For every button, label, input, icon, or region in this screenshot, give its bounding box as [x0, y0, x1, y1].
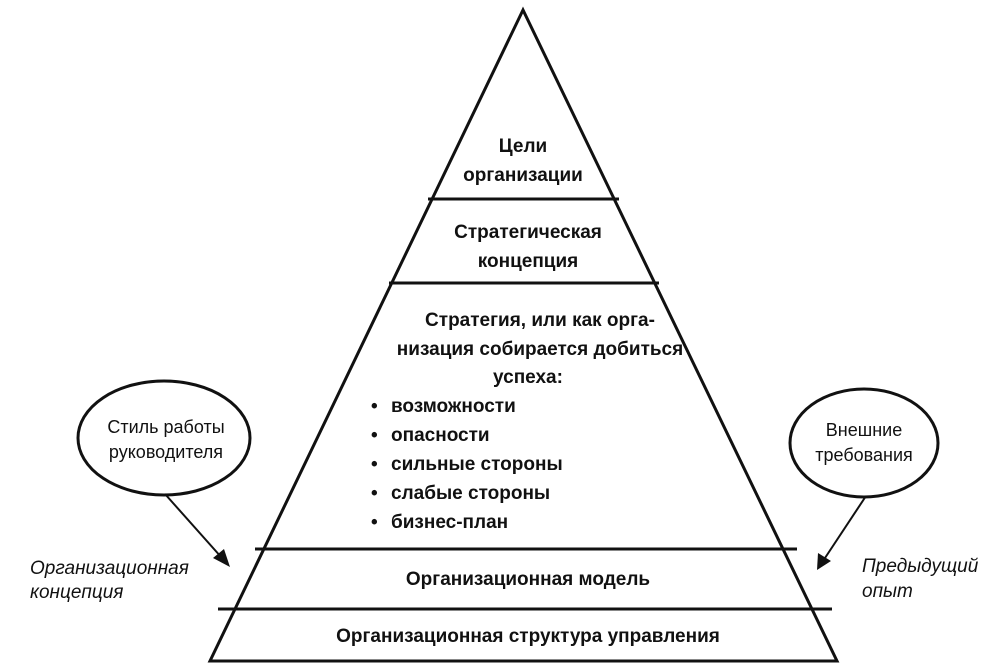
- strategy-line-3: успеха:: [493, 367, 563, 388]
- right-side-label-line-2: опыт: [862, 581, 913, 602]
- bullet-label: опасности: [391, 425, 490, 446]
- bullet-item: • слабые стороны: [371, 483, 550, 504]
- left-ellipse: [76, 379, 252, 497]
- level-goals: Цели организации: [463, 136, 583, 186]
- bullet-marker: •: [371, 425, 378, 446]
- bullet-marker: •: [371, 512, 378, 533]
- left-side-label-line-1: Организационная: [30, 558, 189, 579]
- strategy-bullet-list: • возможности • опасности • сильные стор…: [371, 396, 563, 533]
- bullet-marker: •: [371, 396, 378, 417]
- bullet-label: слабые стороны: [391, 483, 550, 504]
- bullet-label: бизнес-план: [391, 512, 508, 533]
- level-strategy: Стратегия, или как орга- низация собирае…: [371, 310, 683, 533]
- left-side-label: Организационная концепция: [30, 558, 189, 603]
- right-ellipse: [788, 387, 940, 499]
- right-arrow: [817, 495, 867, 570]
- level-concept: Стратегическая концепция: [454, 222, 602, 272]
- bullet-item: • бизнес-план: [371, 512, 508, 533]
- pyramid-outline: [207, 6, 840, 663]
- left-arrow: [164, 493, 230, 567]
- bullet-marker: •: [371, 454, 378, 475]
- left-arrow-line: [164, 493, 223, 559]
- left-side-label-line-2: концепция: [30, 582, 123, 603]
- right-ellipse-line-2: требования: [815, 445, 913, 465]
- right-side-label: Предыдущий опыт: [862, 556, 979, 602]
- right-arrow-line: [822, 495, 867, 562]
- goals-line-2: организации: [463, 165, 583, 186]
- right-ellipse-group: Внешние требования: [788, 387, 940, 499]
- right-ellipse-line-1: Внешние: [826, 420, 902, 440]
- strategy-line-1: Стратегия, или как орга-: [425, 310, 655, 331]
- strategy-line-2: низация собирается добиться: [397, 339, 683, 360]
- goals-line-1: Цели: [499, 136, 547, 157]
- level-model: Организационная модель: [406, 569, 650, 590]
- left-ellipse-line-1: Стиль работы: [107, 417, 224, 437]
- bullet-item: • возможности: [371, 396, 516, 417]
- bullet-marker: •: [371, 483, 378, 504]
- concept-line-2: концепция: [478, 251, 579, 272]
- bullet-label: сильные стороны: [391, 454, 563, 475]
- right-arrow-head: [817, 553, 831, 570]
- left-ellipse-line-2: руководителя: [109, 442, 223, 462]
- bullet-item: • сильные стороны: [371, 454, 563, 475]
- bullet-item: • опасности: [371, 425, 490, 446]
- bullet-label: возможности: [391, 396, 516, 417]
- right-side-label-line-1: Предыдущий: [862, 556, 979, 577]
- left-ellipse-group: Стиль работы руководителя: [76, 379, 252, 497]
- left-arrow-head: [213, 549, 230, 567]
- level-structure: Организационная структура управления: [336, 626, 720, 647]
- concept-line-1: Стратегическая: [454, 222, 602, 243]
